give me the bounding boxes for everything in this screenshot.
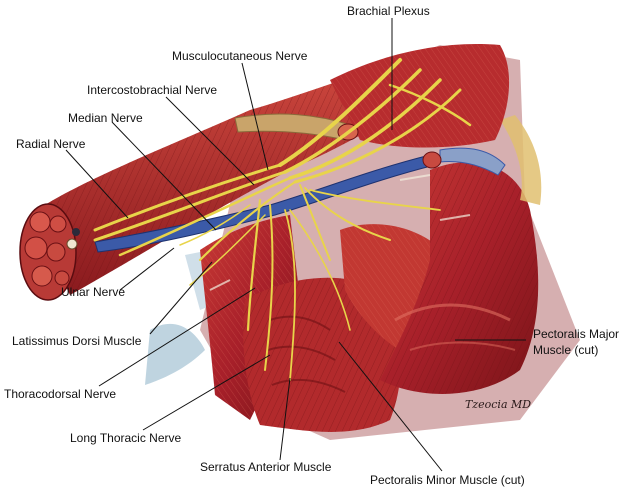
leader-lines (65, 18, 526, 472)
label-intercostobrachial-nerve: Intercostobrachial Nerve (87, 83, 218, 97)
label-pectoralis-minor-muscle-cut: Pectoralis Minor Muscle (cut) (370, 473, 525, 487)
label-radial-nerve: Radial Nerve (16, 137, 86, 151)
label-thoracodorsal-nerve: Thoracodorsal Nerve (4, 387, 117, 401)
label-ulnar-nerve: Ulnar Nerve (61, 285, 126, 299)
label-brachial-plexus: Brachial Plexus (347, 4, 430, 18)
label-pectoralis-major-line2: Muscle (cut) (533, 343, 599, 357)
label-pectoralis-major-line1: Pectoralis Major (533, 327, 620, 341)
label-serratus-anterior-muscle: Serratus Anterior Muscle (200, 460, 332, 474)
label-median-nerve: Median Nerve (68, 111, 143, 125)
label-musculocutaneous-nerve: Musculocutaneous Nerve (172, 49, 308, 63)
label-latissimus-dorsi-muscle: Latissimus Dorsi Muscle (12, 334, 142, 348)
artist-signature: Tzeocia MD (465, 398, 532, 411)
label-long-thoracic-nerve: Long Thoracic Nerve (70, 431, 182, 445)
